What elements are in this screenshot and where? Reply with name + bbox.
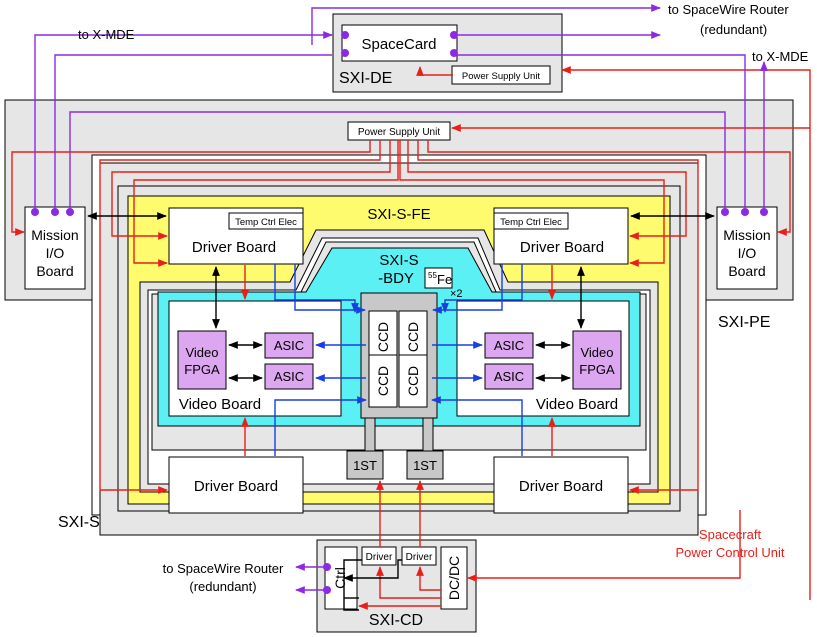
ccd-2 [398, 310, 428, 364]
spacecard-box [341, 24, 458, 62]
io-lines [87, 212, 715, 611]
video-fpga-right-l2: FPGA [579, 362, 615, 377]
asic-right-1 [484, 332, 534, 359]
mission-io-right-l3: Board [728, 263, 765, 279]
signal-lines [274, 264, 523, 456]
mission-io-left-l2: I/O [46, 245, 65, 261]
mission-io-left [24, 206, 86, 290]
fe55-mult: ×2 [450, 288, 463, 300]
de-psu-label: Power Supply Unit [462, 71, 541, 82]
fe55-label: Fe [437, 272, 452, 287]
spacecraft-pcu-l1: Spacecraft [699, 527, 762, 542]
dcdc-label: DC/DC [446, 556, 462, 600]
temp-ctrl-left-box [228, 212, 304, 230]
sxi-s-fe-label: SXI-S-FE [367, 206, 430, 223]
mission-io-right-l2: I/O [738, 245, 757, 261]
driver-box-1 [361, 546, 397, 566]
driver-board-br-label: Driver Board [519, 478, 603, 495]
spacecard-label: SpaceCard [361, 36, 436, 53]
sxi-pe-label: SXI-PE [718, 314, 770, 331]
fe55-mass: 55 [428, 271, 437, 280]
asic-left-1-label: ASIC [274, 338, 304, 353]
power-lines [11, 66, 811, 610]
sxi-cd-label: SXI-CD [369, 612, 423, 629]
asic-right-1-label: ASIC [494, 338, 524, 353]
ccd-stem-left [364, 417, 376, 457]
driver-board-tr-label: Driver Board [520, 239, 604, 256]
data-lines [34, 4, 768, 594]
temp-ctrl-right-label: Temp Ctrl Elec [500, 217, 562, 228]
temp-ctrl-left-label: Temp Ctrl Elec [235, 217, 297, 228]
driver-box-2 [401, 546, 437, 566]
ccd-stem-right [422, 417, 434, 457]
first-stage-right-label: 1ST [413, 458, 437, 473]
video-fpga-left-l1: Video [185, 345, 218, 360]
mission-io-right-l1: Mission [723, 227, 770, 243]
video-fpga-right-l1: Video [580, 345, 613, 360]
driver-2-label: Driver [406, 552, 433, 563]
fe55-source-box [424, 267, 453, 289]
mission-io-right [716, 206, 778, 290]
sxi-de-label: SXI-DE [339, 70, 392, 87]
driver-board-tl-label: Driver Board [192, 239, 276, 256]
to-spw-router-top: to SpaceWire Router [668, 2, 789, 17]
purple-dots [31, 31, 768, 594]
video-board-left-label: Video Board [179, 396, 261, 413]
temp-ctrl-right-box [493, 212, 569, 230]
mission-io-left-l1: Mission [31, 227, 78, 243]
pe-psu-label: Power Supply Unit [358, 127, 440, 138]
video-fpga-left-l2: FPGA [184, 362, 220, 377]
asic-left-2 [264, 363, 314, 390]
asic-right-2-label: ASIC [494, 369, 524, 384]
pe-psu-box [347, 121, 451, 141]
driver-board-bottom-left [168, 456, 304, 514]
ccd-3-label: CCD [375, 366, 391, 396]
to-xmde-left: to X-MDE [78, 27, 135, 42]
video-fpga-left [177, 330, 227, 390]
to-xmde-right: to X-MDE [752, 49, 809, 64]
first-stage-left-label: 1ST [353, 458, 377, 473]
sxi-s-bdy-l1: SXI-S [379, 252, 418, 269]
ccd-3 [368, 354, 398, 408]
asic-left-2-label: ASIC [274, 369, 304, 384]
ccd-4-label: CCD [405, 366, 421, 396]
ccd-1-label: CCD [375, 322, 391, 352]
redundant-bottom: (redundant) [189, 579, 256, 594]
spacecraft-pcu-l2: Power Control Unit [675, 545, 784, 560]
first-stage-left [346, 450, 384, 480]
dcdc-box [440, 546, 468, 610]
first-stage-right [406, 450, 444, 480]
sxi-s-bdy-l2: -BDY [378, 270, 414, 287]
to-spw-router-bottom: to SpaceWire Router [163, 561, 284, 576]
asic-right-2 [484, 363, 534, 390]
asic-left-1 [264, 332, 314, 359]
video-fpga-right [572, 330, 622, 390]
driver-1-label: Driver [366, 552, 393, 563]
video-board-right-label: Video Board [536, 396, 618, 413]
ccd-4 [398, 354, 428, 408]
ccd-2-label: CCD [405, 322, 421, 352]
sxi-s-label: SXI-S [58, 514, 100, 531]
driver-board-bottom-right [493, 456, 629, 514]
ctrl-label: Ctrl [332, 567, 348, 589]
mission-io-left-l3: Board [36, 263, 73, 279]
driver-board-bl-label: Driver Board [194, 478, 278, 495]
redundant-top: (redundant) [700, 22, 767, 37]
